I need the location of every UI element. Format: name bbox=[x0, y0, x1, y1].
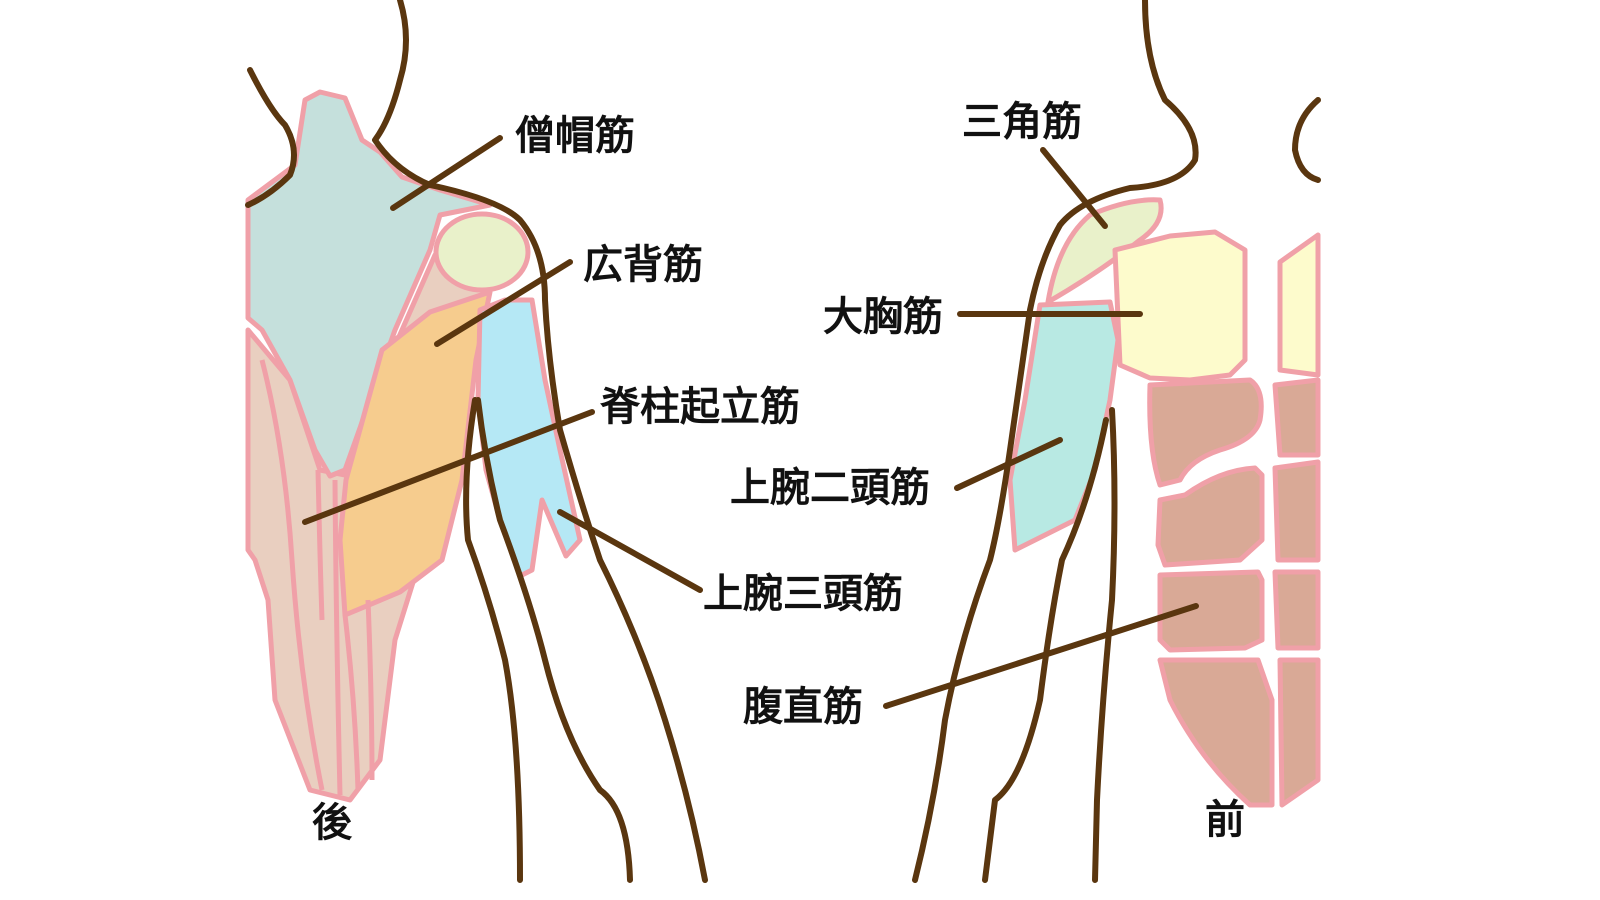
front-pectoralis-right bbox=[1277, 232, 1321, 378]
front-pectoralis-left bbox=[1112, 229, 1248, 383]
leader-triceps bbox=[557, 509, 703, 593]
front-deltoid bbox=[1045, 197, 1164, 305]
leader-latissimus bbox=[434, 259, 573, 347]
label-biceps: 上腕二頭筋 bbox=[730, 465, 930, 511]
back-latissimus bbox=[337, 289, 493, 618]
caption-back: 後 bbox=[312, 800, 352, 846]
label-triceps: 上腕三頭筋 bbox=[703, 571, 903, 617]
label-abdominis: 腹直筋 bbox=[743, 684, 863, 730]
leader-trapezius bbox=[390, 135, 503, 211]
leader-deltoid bbox=[1040, 147, 1108, 229]
label-deltoid: 三角筋 bbox=[962, 99, 1082, 145]
back-deltoid bbox=[433, 211, 531, 293]
back-trapezius bbox=[245, 89, 493, 479]
body-outline bbox=[245, 0, 1321, 883]
label-pectoralis: 大胸筋 bbox=[823, 294, 943, 340]
label-erector: 脊柱起立筋 bbox=[600, 384, 800, 430]
leader-abdominis bbox=[883, 603, 1199, 709]
label-latissimus: 広背筋 bbox=[583, 242, 703, 288]
leader-biceps bbox=[954, 437, 1063, 491]
leader-lines bbox=[302, 135, 1199, 709]
leader-erector bbox=[302, 409, 595, 525]
back-erector-lines bbox=[259, 359, 375, 796]
front-abdominis bbox=[1147, 377, 1321, 808]
label-trapezius: 僧帽筋 bbox=[515, 113, 635, 159]
caption-front: 前 bbox=[1205, 797, 1245, 843]
